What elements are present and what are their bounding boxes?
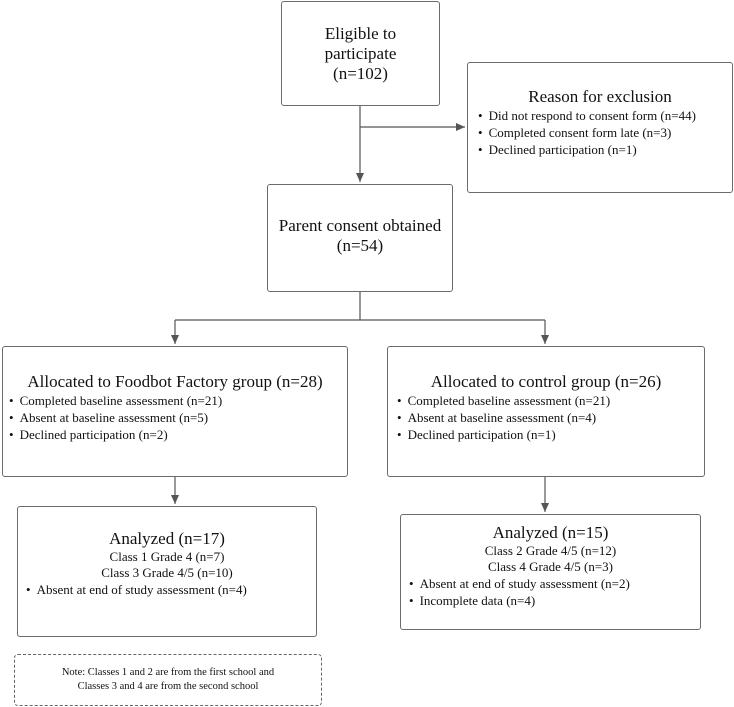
consent-box: Parent consent obtained (n=54) — [267, 184, 453, 292]
eligible-line2: participate — [324, 44, 397, 63]
control-item: Completed baseline assessment (n=21) — [397, 392, 704, 409]
analyzed-right-class: Class 2 Grade 4/5 (n=12) — [484, 543, 617, 558]
analyzed-left-class: Class 3 Grade 4/5 (n=10) — [101, 565, 233, 580]
eligible-line1: Eligible to — [324, 24, 397, 43]
exclusion-box: Reason for exclusion Did not respond to … — [467, 62, 733, 193]
control-group-box: Allocated to control group (n=26) Comple… — [387, 346, 705, 477]
exclusion-title: Reason for exclusion — [528, 87, 672, 106]
exclusion-item: Completed consent form late (n=3) — [478, 124, 732, 141]
note-box: Note: Classes 1 and 2 are from the first… — [14, 654, 322, 706]
consent-title: Parent consent obtained — [278, 216, 442, 235]
foodbot-title: Allocated to Foodbot Factory group (n=28… — [27, 372, 323, 391]
analyzed-right-class: Class 4 Grade 4/5 (n=3) — [487, 559, 614, 574]
foodbot-group-box: Allocated to Foodbot Factory group (n=28… — [2, 346, 348, 477]
control-title: Allocated to control group (n=26) — [430, 372, 662, 391]
foodbot-item: Completed baseline assessment (n=21) — [9, 392, 347, 409]
foodbot-item: Declined participation (n=2) — [9, 426, 347, 443]
analyzed-left-title: Analyzed (n=17) — [109, 529, 225, 548]
analyzed-right-title: Analyzed (n=15) — [492, 523, 609, 542]
analyzed-left-box: Analyzed (n=17) Class 1 Grade 4 (n=7) Cl… — [17, 506, 317, 637]
note-line1: Note: Classes 1 and 2 are from the first… — [61, 667, 275, 678]
foodbot-item: Absent at baseline assessment (n=5) — [9, 409, 347, 426]
eligible-count: (n=102) — [333, 64, 388, 83]
analyzed-right-item: Absent at end of study assessment (n=2) — [409, 575, 700, 592]
analyzed-left-item: Absent at end of study assessment (n=4) — [26, 581, 316, 598]
eligible-box: Eligible to participate (n=102) — [281, 1, 440, 106]
analyzed-right-item: Incomplete data (n=4) — [409, 592, 700, 609]
note-line2: Classes 3 and 4 are from the second scho… — [77, 681, 259, 692]
control-item: Absent at baseline assessment (n=4) — [397, 409, 704, 426]
exclusion-item: Declined participation (n=1) — [478, 141, 732, 158]
exclusion-item: Did not respond to consent form (n=44) — [478, 107, 732, 124]
analyzed-right-box: Analyzed (n=15) Class 2 Grade 4/5 (n=12)… — [400, 514, 701, 630]
consent-count: (n=54) — [336, 236, 384, 255]
control-item: Declined participation (n=1) — [397, 426, 704, 443]
analyzed-left-class: Class 1 Grade 4 (n=7) — [109, 549, 225, 564]
